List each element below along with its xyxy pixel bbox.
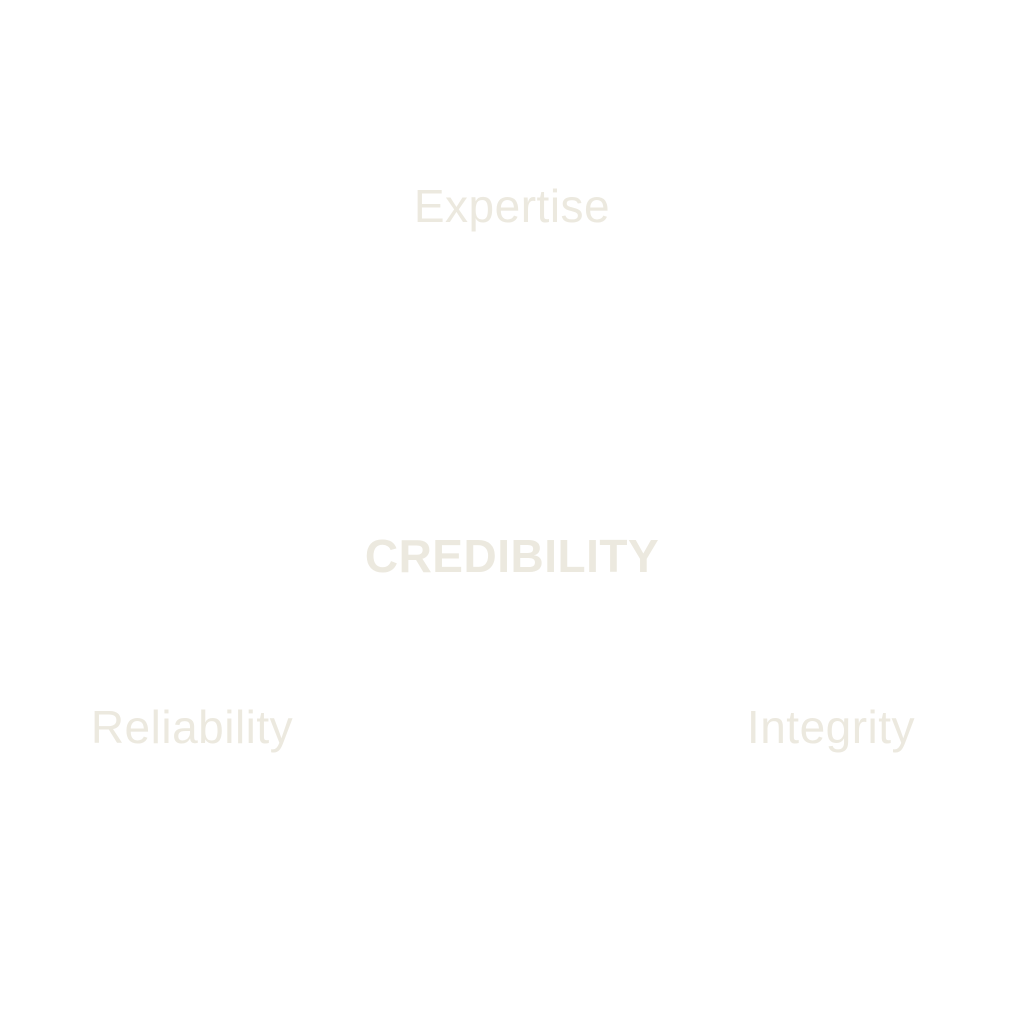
node-label-integrity: Integrity	[746, 701, 916, 753]
node-label-expertise: Expertise	[413, 180, 611, 232]
node-label-reliability: Reliability	[90, 701, 294, 753]
center-label-credibility: CREDIBILITY	[364, 530, 660, 582]
